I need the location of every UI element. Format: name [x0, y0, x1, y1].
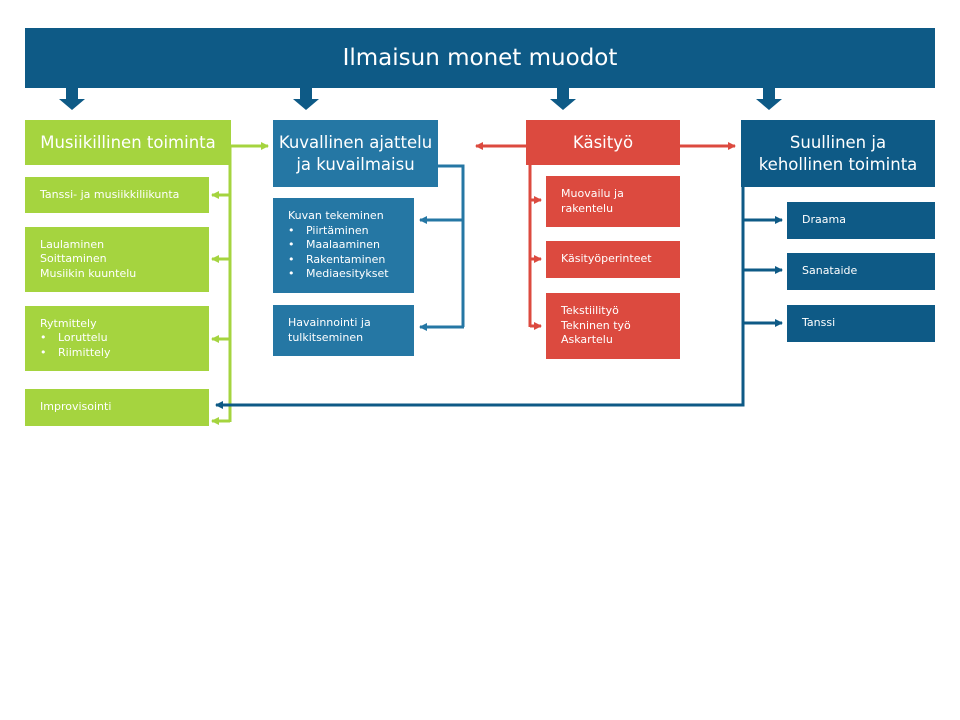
- item-line: Havainnointi ja: [288, 316, 371, 329]
- item-line: Askartelu: [561, 333, 613, 347]
- item-line: Tanssi: [802, 316, 836, 330]
- music-header: Musiikillinen toiminta: [25, 120, 231, 165]
- visual-header: Kuvallinen ajattelu ja kuvailmaisu: [273, 120, 438, 187]
- item-line: Improvisointi: [40, 400, 112, 414]
- visual-header-line: Kuvallinen ajattelu: [278, 132, 433, 152]
- item-bullet: Riimittely: [40, 346, 199, 361]
- page-title: Ilmaisun monet muodot: [342, 45, 618, 71]
- item-bullet: Maalaaminen: [288, 238, 404, 253]
- item-line: Sanataide: [802, 264, 858, 278]
- verbal-header-line: Suullinen ja: [789, 132, 887, 152]
- item-line: Soittaminen: [40, 252, 107, 266]
- down-arrow-craft: [550, 88, 576, 110]
- craft-item-traditions: Käsityöperinteet: [546, 241, 680, 278]
- verbal-item-dance: Tanssi: [787, 305, 935, 342]
- item-line: Kuvan tekeminen: [288, 209, 384, 223]
- craft-header-label: Käsityö: [572, 132, 634, 152]
- item-line: Muovailu ja: [561, 187, 624, 200]
- visual-item-image-making: Kuvan tekeminen Piirtäminen Maalaaminen …: [273, 198, 414, 293]
- item-bullet: Mediaesitykset: [288, 267, 404, 282]
- down-arrow-visual: [293, 88, 319, 110]
- down-arrow-verbal: [756, 88, 782, 110]
- verbal-item-drama: Draama: [787, 202, 935, 239]
- verbal-header: Suullinen ja kehollinen toiminta: [741, 120, 935, 187]
- music-item-improvisation: Improvisointi: [25, 389, 209, 426]
- craft-header: Käsityö: [526, 120, 680, 165]
- visual-item-observation: Havainnointi ja tulkitseminen: [273, 305, 414, 356]
- music-header-label: Musiikillinen toiminta: [40, 132, 216, 152]
- title-down-arrows: [59, 88, 782, 110]
- item-bullet: Rakentaminen: [288, 253, 404, 268]
- visual-header-line: ja kuvailmaisu: [296, 154, 415, 174]
- music-item-dance: Tanssi- ja musiikkiliikunta: [25, 177, 209, 213]
- craft-item-modelling: Muovailu ja rakentelu: [546, 176, 680, 227]
- item-line: Musiikin kuuntelu: [40, 266, 137, 280]
- verbal-item-word-art: Sanataide: [787, 253, 935, 290]
- item-line: Tekstiilityö: [561, 304, 619, 318]
- craft-item-textile: Tekstiilityö Tekninen työ Askartelu: [546, 293, 680, 359]
- verbal-connectors: [215, 187, 783, 409]
- craft-connectors: [475, 142, 736, 330]
- item-line: rakentelu: [561, 201, 614, 215]
- visual-connectors: [419, 164, 465, 331]
- item-bullet: Loruttelu: [40, 331, 199, 346]
- music-item-singing: Laulaminen Soittaminen Musiikin kuuntelu: [25, 227, 209, 292]
- title-bar: Ilmaisun monet muodot: [25, 28, 935, 88]
- item-line: Draama: [802, 213, 846, 227]
- music-item-rhythm: Rytmittely Loruttelu Riimittely: [25, 306, 209, 371]
- down-arrow-music: [59, 88, 85, 110]
- item-line: tulkitseminen: [288, 330, 364, 344]
- music-connectors: [211, 142, 269, 425]
- item-bullet: Piirtäminen: [288, 224, 404, 239]
- item-line: Rytmittely: [40, 316, 97, 330]
- item-line: Käsityöperinteet: [561, 252, 652, 266]
- item-line: Tanssi- ja musiikkiliikunta: [40, 187, 180, 201]
- verbal-header-line: kehollinen toiminta: [758, 154, 918, 174]
- item-line: Tekninen työ: [561, 318, 631, 332]
- item-line: Laulaminen: [40, 237, 105, 251]
